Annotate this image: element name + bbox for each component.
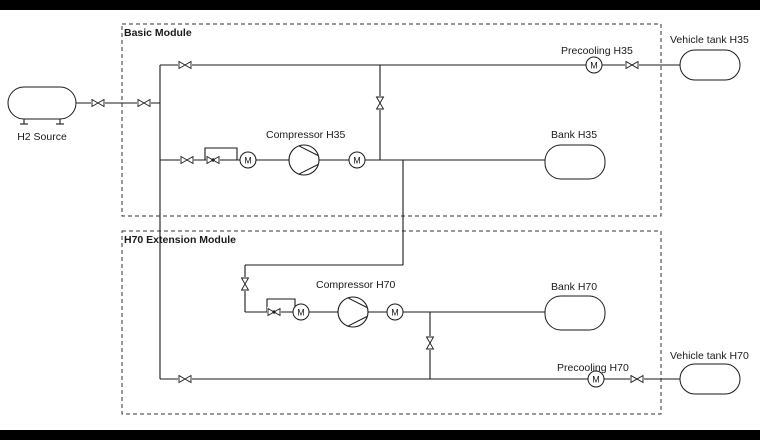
valve-h70-feed [239,276,251,292]
h70-extension-module-label: H70 Extension Module [124,234,236,246]
valve-source-2 [136,97,152,109]
valve-h35-bypass [177,59,193,71]
piping [76,64,680,380]
svg-text:M: M [592,375,600,385]
compressor-h70-icon [337,296,369,328]
valve-vehicle-h70 [629,373,645,385]
valve-source-1 [90,97,106,109]
svg-text:M: M [244,156,252,166]
precooling-h35-exchanger: M [585,56,603,74]
vehicle-tank-h70 [679,363,741,395]
bank-h70-label: Bank H70 [551,281,597,293]
bank-h35-tank [544,144,606,180]
heat-exchanger-h35: M [348,151,366,169]
valve-bank-h35-link [374,95,386,111]
vehicle-tank-h35-label: Vehicle tank H35 [670,34,749,46]
compressor-h70-label: Compressor H70 [316,279,396,291]
top-border-bar [0,0,760,10]
compressor-h35-icon [288,144,320,176]
vehicle-tank-h70-label: Vehicle tank H70 [670,350,749,362]
valve-compressor-h70-recycle [266,306,282,318]
motor-h35-drive: M [239,151,257,169]
precooling-h70-exchanger: M [587,370,605,388]
heat-exchanger-h70: M [386,303,404,321]
bottom-border-bar [0,430,760,440]
precooling-h35-label: Precooling H35 [561,45,633,57]
svg-text:M: M [297,308,305,318]
valve-compressor-h35-inlet [179,154,195,166]
basic-module-label: Basic Module [124,27,192,39]
vehicle-tank-h35 [679,49,741,81]
valve-h70-bypass [177,373,193,385]
basic-module-box [121,23,662,217]
h2-source-label: H2 Source [17,131,67,143]
h2-source-tank [7,86,77,125]
h70-extension-module-box [121,230,662,415]
valve-vehicle-h35 [624,59,640,71]
compressor-h35-label: Compressor H35 [266,129,346,141]
bank-h70-tank [544,295,606,331]
valve-compressor-h35-recycle [205,154,221,166]
precooling-h70-label: Precooling H70 [557,362,629,374]
svg-text:M: M [590,61,598,71]
bank-h35-label: Bank H35 [551,129,597,141]
valve-bank-h70-link [424,335,436,351]
svg-text:M: M [391,308,399,318]
svg-text:M: M [353,156,361,166]
motor-h70-drive: M [292,303,310,321]
